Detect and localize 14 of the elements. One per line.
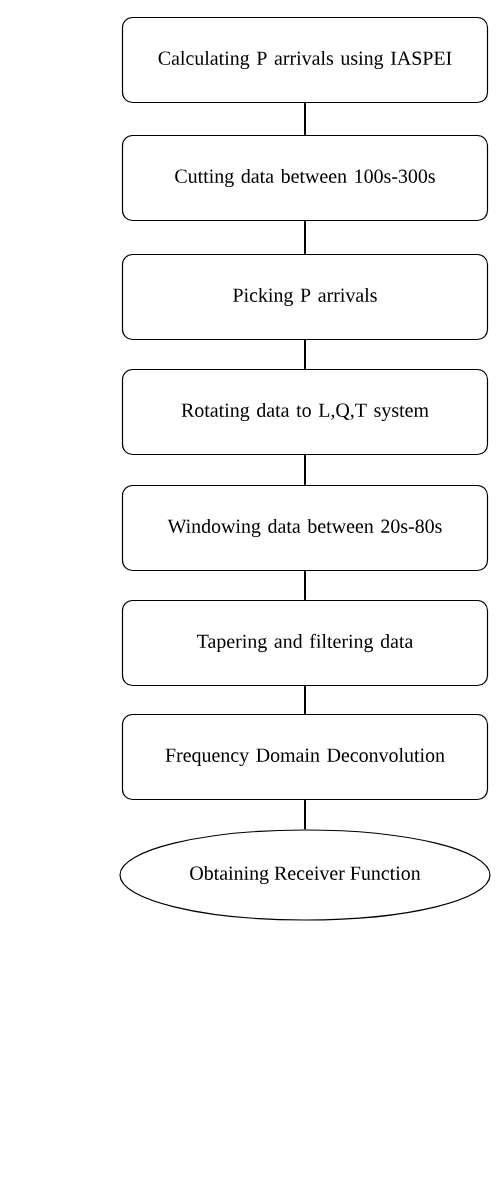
process-box: Rotating data to L,Q,T system (121, 368, 489, 456)
connector-line (304, 339, 306, 370)
process-box: Frequency Domain Deconvolution (121, 713, 489, 801)
connector-line (304, 102, 306, 136)
connector-line (304, 685, 306, 715)
connector-line (304, 454, 306, 486)
connector-line (304, 799, 306, 831)
process-box: Cutting data between 100s-300s (121, 134, 489, 222)
process-box: Tapering and filtering data (121, 599, 489, 687)
process-box: Windowing data between 20s-80s (121, 484, 489, 572)
connector-line (304, 220, 306, 255)
connector-line (304, 570, 306, 601)
process-box: Calculating P arrivals using IASPEI (121, 16, 489, 104)
process-box: Picking P arrivals (121, 253, 489, 341)
